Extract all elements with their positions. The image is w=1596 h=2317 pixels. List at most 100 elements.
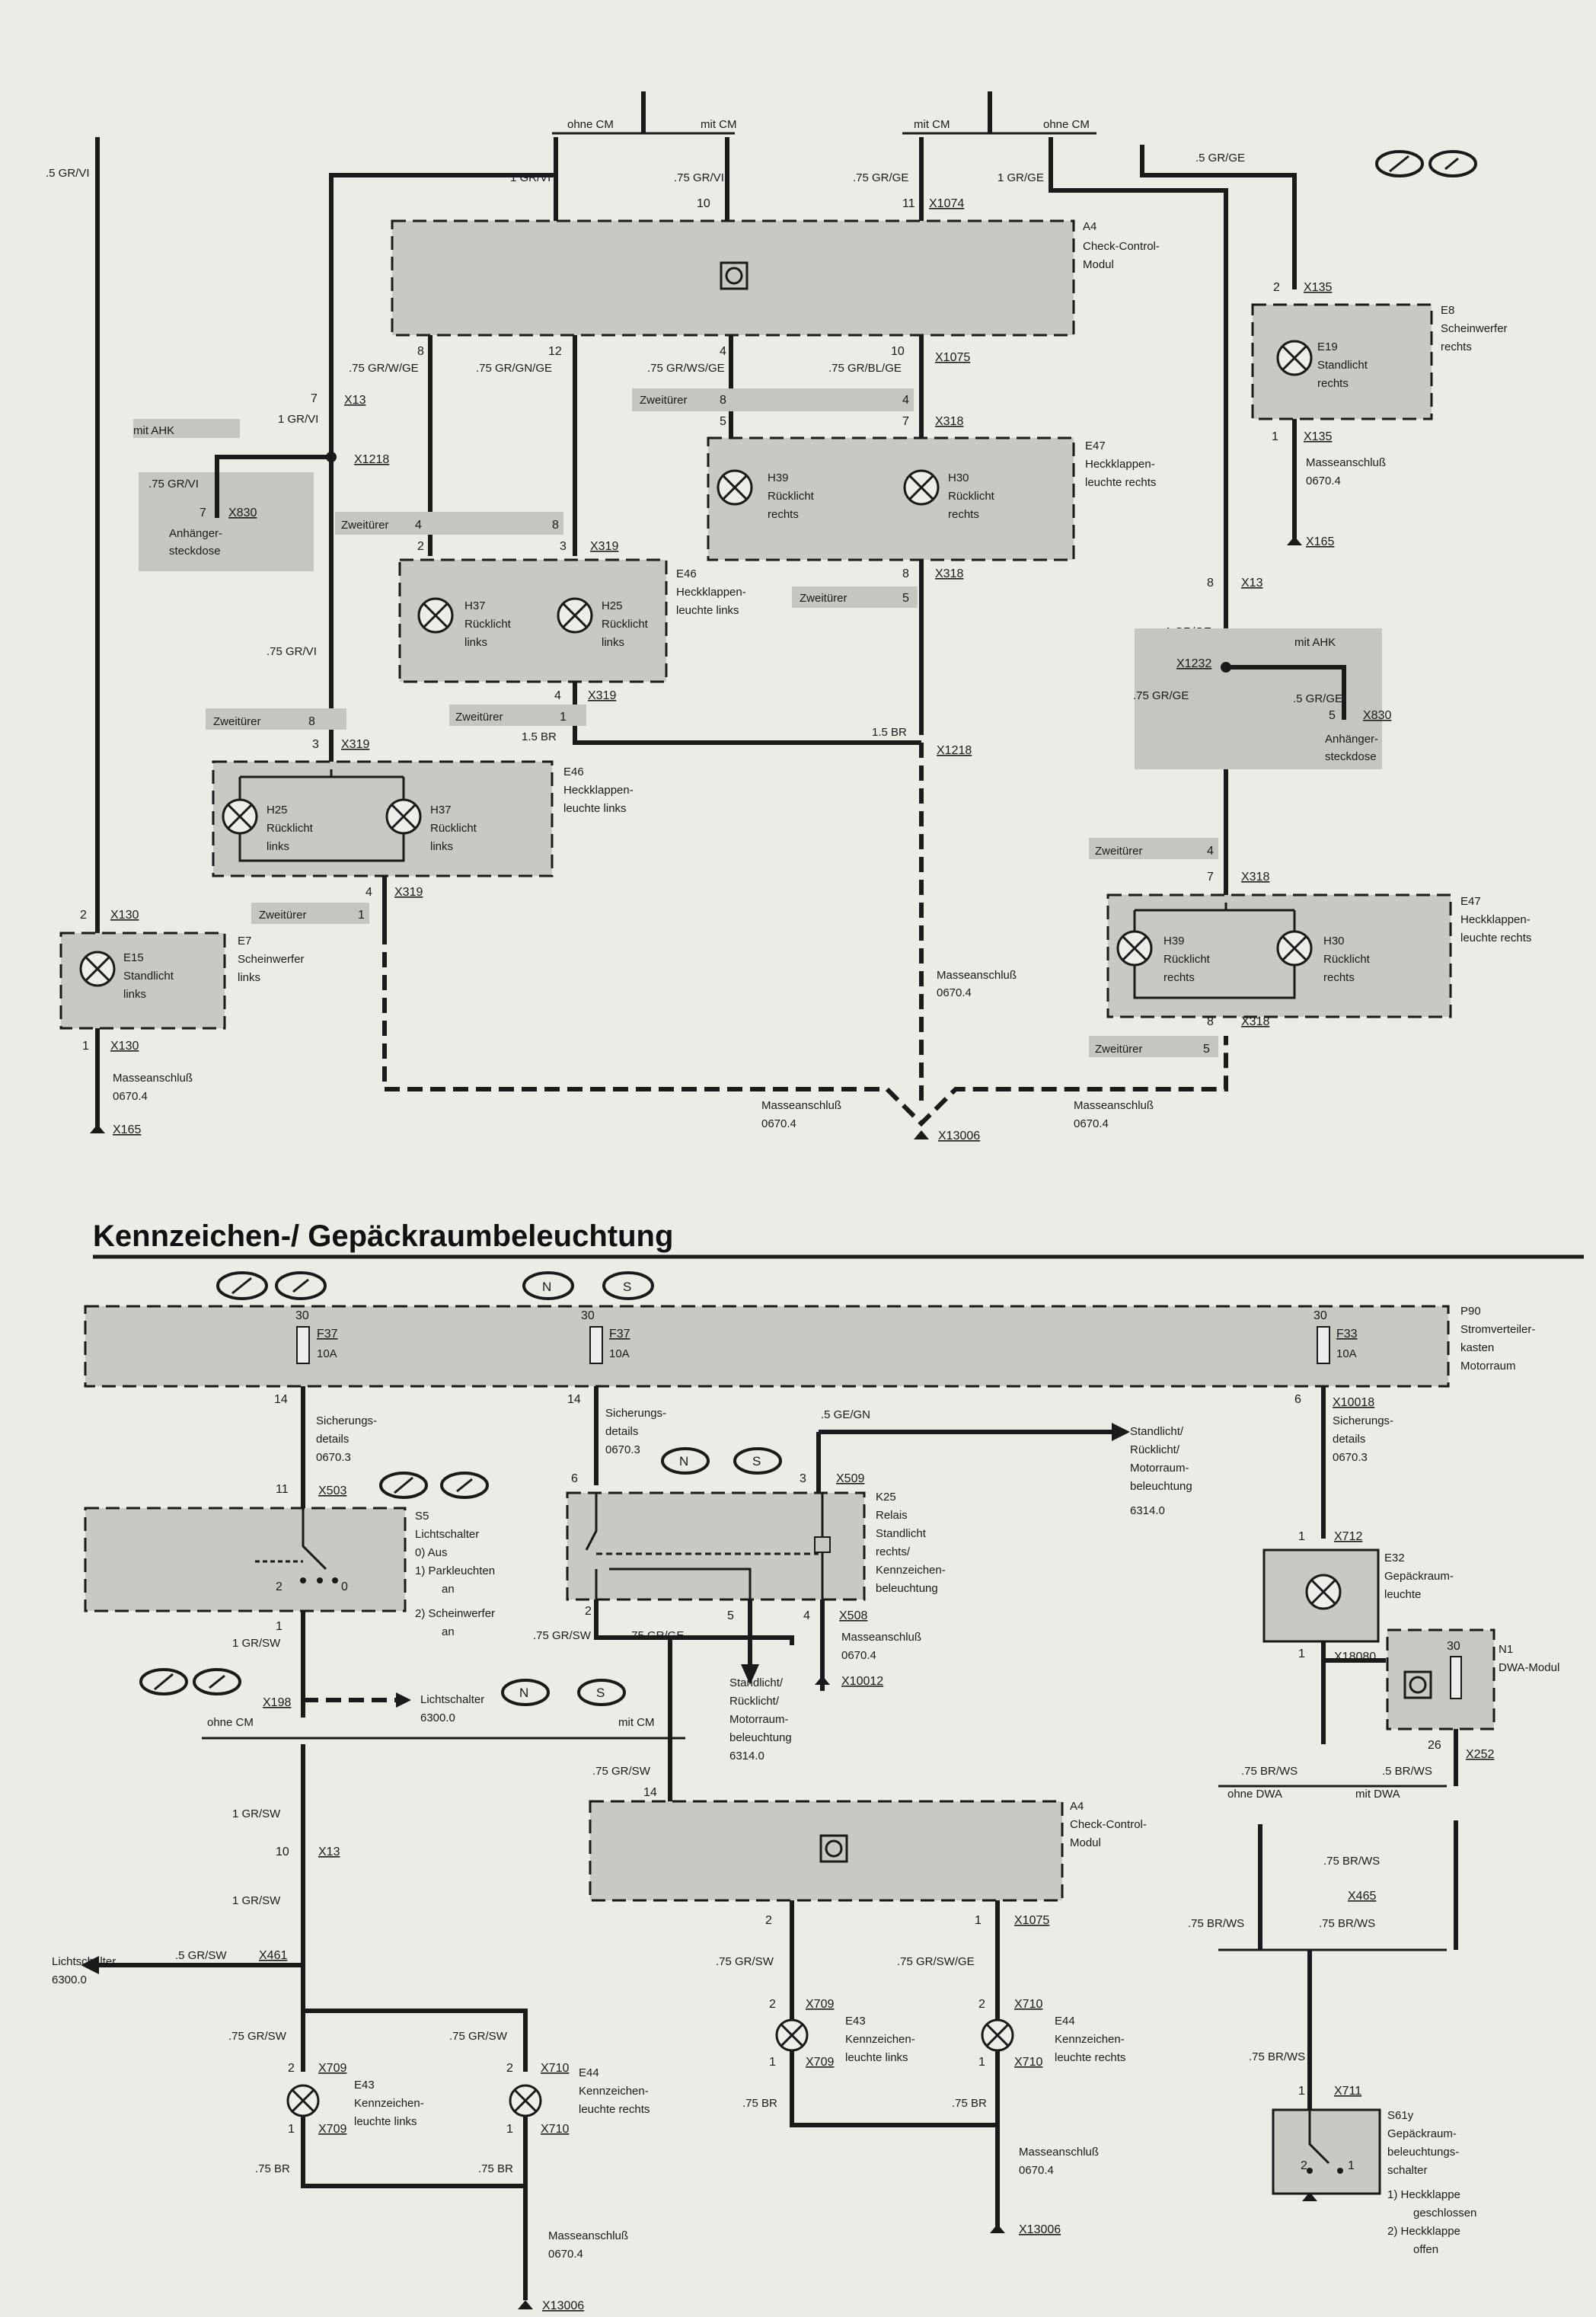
wire-label: .75 BR bbox=[478, 2162, 513, 2175]
component-desc: Anhänger- bbox=[1325, 733, 1378, 746]
svg-text:N: N bbox=[542, 1280, 551, 1294]
pin-label: 8 bbox=[720, 394, 726, 407]
fuse-f37-mid: 30 F37 10A bbox=[581, 1309, 630, 1364]
component-desc: steckdose bbox=[169, 545, 221, 558]
component-desc: links bbox=[464, 636, 487, 649]
pin-label: 1 bbox=[82, 1040, 89, 1053]
variant-label: mit CM bbox=[618, 1716, 655, 1729]
component-desc: Standlicht bbox=[1317, 359, 1368, 372]
connector-x135: X135 bbox=[1304, 430, 1332, 443]
wire-label: .75 GR/WS/GE bbox=[647, 362, 725, 375]
component-name: N1 bbox=[1499, 1643, 1513, 1656]
component-name: E43 bbox=[845, 2015, 866, 2028]
connector-x318: X318 bbox=[1241, 1015, 1269, 1028]
lamp-h30-lower bbox=[1276, 930, 1313, 967]
wire-label: .75 GR/GN/GE bbox=[476, 362, 552, 375]
svg-text:N: N bbox=[519, 1686, 528, 1700]
wire-label: .5 GR/GE bbox=[1195, 152, 1245, 165]
pin-label: 2 bbox=[288, 2062, 295, 2075]
component-name: E7 bbox=[238, 935, 251, 948]
label-ohne-cm: ohne CM bbox=[567, 118, 614, 131]
fuse-detail: 0670.3 bbox=[605, 1443, 640, 1456]
wire-label: .5 GE/GN bbox=[821, 1408, 870, 1421]
gear-icon bbox=[440, 1472, 489, 1499]
connector-x711: X711 bbox=[1334, 2085, 1361, 2098]
pin-label: 8 bbox=[902, 567, 909, 580]
gear-icon bbox=[379, 1472, 428, 1499]
component-desc: Kennzeichen- bbox=[354, 2097, 424, 2110]
component-name: H30 bbox=[1323, 935, 1345, 948]
component-desc: steckdose bbox=[1325, 750, 1377, 763]
n-icon: N bbox=[522, 1271, 574, 1300]
component-name: H37 bbox=[430, 804, 452, 817]
switch-pos: 2) Heckklappe bbox=[1387, 2225, 1460, 2238]
pin-label: 5 bbox=[1203, 1043, 1210, 1056]
switch-pos: geschlossen bbox=[1413, 2207, 1476, 2220]
component-name: K25 bbox=[876, 1491, 896, 1504]
lamp-e19 bbox=[1276, 340, 1313, 376]
ground-ref: 0670.4 bbox=[937, 986, 972, 999]
connector-x135: X135 bbox=[1304, 281, 1332, 294]
lamp-e43-left bbox=[286, 2084, 320, 2117]
component-desc: rechts bbox=[768, 508, 799, 521]
lamp-h25 bbox=[557, 597, 593, 634]
switch-pos: 1) Parkleuchten bbox=[415, 1564, 495, 1577]
ground-ref: 0670.4 bbox=[1306, 475, 1341, 487]
component-name: E19 bbox=[1317, 340, 1338, 353]
pin-label: 8 bbox=[1207, 1015, 1214, 1028]
fuse-f37-left: 30 F37 10A bbox=[295, 1309, 338, 1364]
fuse-detail: Sicherungs- bbox=[1333, 1414, 1393, 1427]
wire-label: .75 GR/VI bbox=[148, 478, 199, 491]
component-desc: Modul bbox=[1070, 1836, 1101, 1849]
lamp-h25-lower bbox=[222, 798, 258, 835]
pin-label: 4 bbox=[554, 689, 561, 702]
component-desc: links bbox=[238, 971, 260, 984]
s5-light-switch bbox=[84, 1507, 407, 1612]
wire-label: .75 BR/WS bbox=[1249, 2050, 1305, 2063]
component-desc: rechts bbox=[1323, 971, 1355, 984]
pin-label: 7 bbox=[1207, 871, 1214, 884]
fuse-f33: 30 F33 10A bbox=[1314, 1309, 1358, 1364]
switch-pos: offen bbox=[1413, 2243, 1438, 2256]
svg-text:N: N bbox=[679, 1454, 688, 1468]
pin-label: 14 bbox=[643, 1786, 657, 1799]
component-desc: Standlicht bbox=[876, 1527, 927, 1540]
pin-label: 3 bbox=[560, 540, 567, 553]
connector-x709: X709 bbox=[318, 2062, 346, 2075]
variant-label: Zweitürer bbox=[455, 711, 503, 724]
component-desc: links bbox=[602, 636, 624, 649]
pin-label: 14 bbox=[274, 1393, 288, 1406]
svg-text:30: 30 bbox=[1314, 1309, 1327, 1322]
fuse-detail: Sicherungs- bbox=[316, 1414, 377, 1427]
n-icon: N bbox=[661, 1447, 710, 1475]
ref-label: beleuchtung bbox=[1130, 1480, 1192, 1493]
lamp-e32 bbox=[1305, 1574, 1342, 1610]
gear-icon bbox=[1428, 150, 1477, 177]
wire-label: .75 GR/VI bbox=[674, 171, 724, 184]
pin-label: 1 bbox=[769, 2056, 776, 2069]
a4-check-control-module bbox=[391, 219, 1075, 337]
connector-x1232: X1232 bbox=[1176, 657, 1211, 670]
k25-relay bbox=[566, 1491, 866, 1601]
switch-pos: 2) Scheinwerfer bbox=[415, 1607, 495, 1620]
wire-label: .75 BR bbox=[255, 2162, 290, 2175]
ground-ref: 0670.4 bbox=[1019, 2164, 1054, 2177]
connector-x13: X13 bbox=[1241, 577, 1263, 590]
ref-label: 6300.0 bbox=[420, 1711, 455, 1724]
pin-label: 4 bbox=[365, 886, 372, 899]
component-desc: Stromverteiler- bbox=[1460, 1323, 1535, 1336]
ref-label: Rücklicht/ bbox=[1130, 1443, 1180, 1456]
connector-x709: X709 bbox=[806, 1998, 834, 2011]
wire-label: 1 GR/SW bbox=[232, 1894, 281, 1907]
connector-x319: X319 bbox=[588, 689, 616, 702]
pin-label: 1 bbox=[975, 1914, 982, 1927]
lamp-e43-mid bbox=[775, 2018, 809, 2052]
ref-label: Standlicht/ bbox=[1130, 1425, 1184, 1438]
pin-label: 6 bbox=[1294, 1393, 1301, 1406]
fuse-detail: 0670.3 bbox=[316, 1451, 351, 1464]
component-name: E46 bbox=[563, 765, 584, 778]
ground-label: Masseanschluß bbox=[548, 2229, 628, 2242]
wire-label: .75 BR/WS bbox=[1323, 1855, 1380, 1868]
svg-text:30: 30 bbox=[581, 1309, 595, 1322]
pin-label: 5 bbox=[720, 415, 726, 428]
